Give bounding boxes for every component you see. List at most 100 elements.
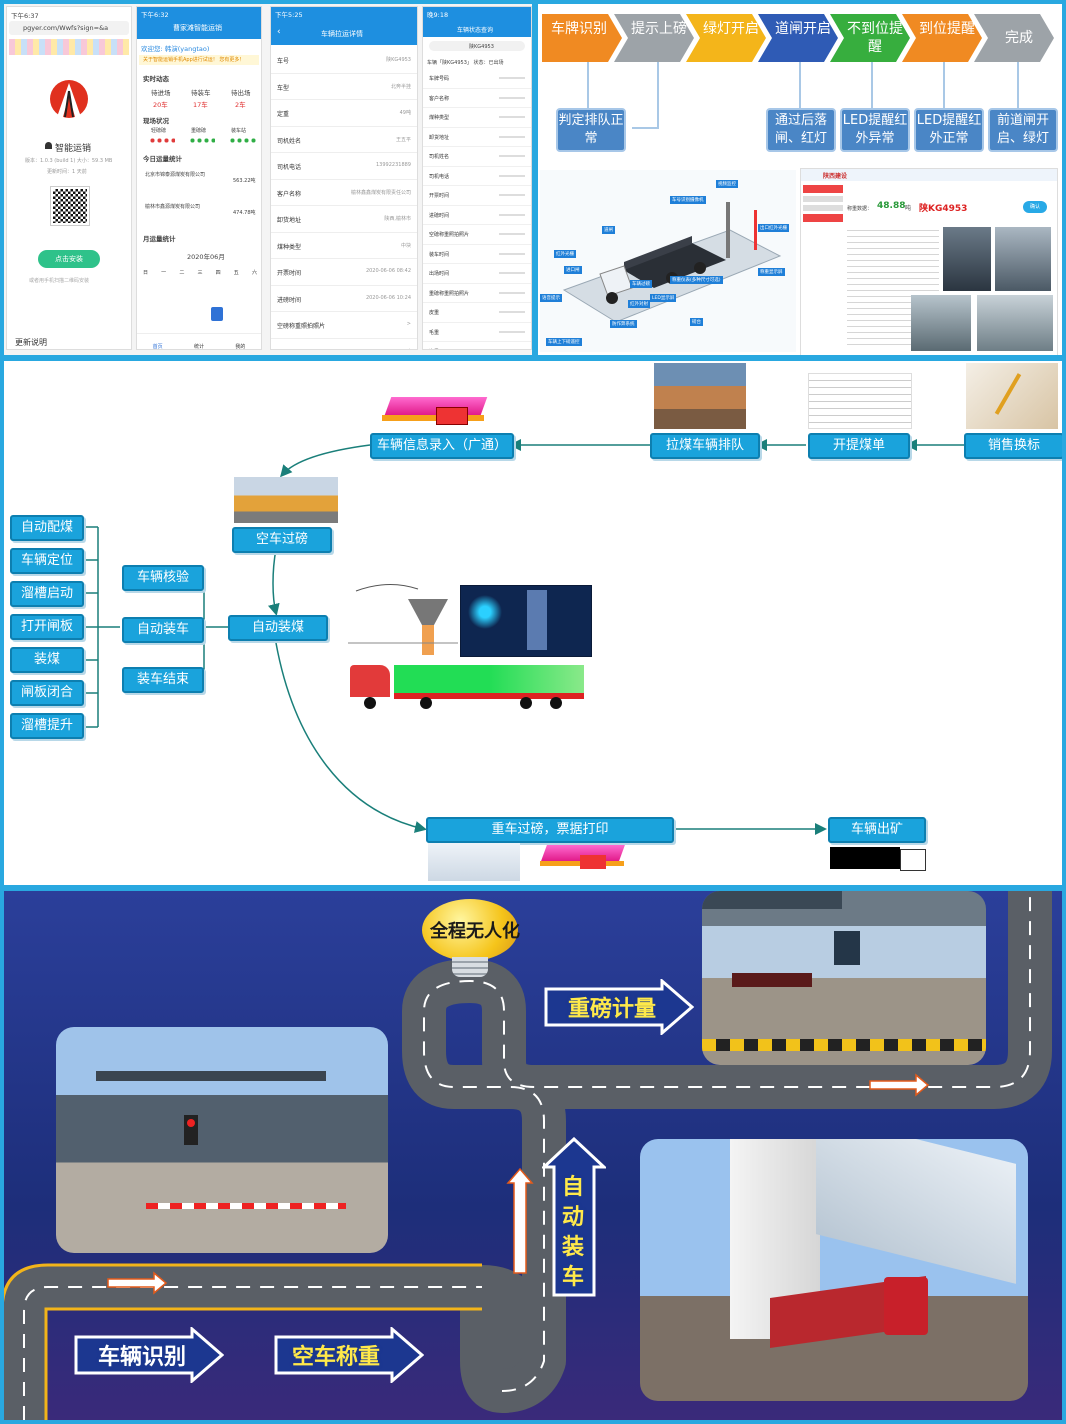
status-field-value bbox=[499, 252, 525, 255]
screen-header: 陕西建设 bbox=[823, 173, 848, 180]
detail-value: 陕KG4953 bbox=[386, 57, 411, 63]
company-value-2: 474.78吨 bbox=[233, 210, 256, 216]
scale-callout: 道闸 bbox=[602, 226, 615, 234]
sub-step-node: 自动配煤 bbox=[10, 515, 84, 541]
status-field-label: 出场时间 bbox=[429, 271, 450, 277]
node-heavy-weigh: 重车过磅，票据打印 bbox=[426, 817, 674, 843]
status-field-value bbox=[499, 194, 525, 196]
gate-station-photo bbox=[56, 1027, 388, 1253]
weekday: 五 bbox=[233, 270, 239, 276]
app-logo bbox=[50, 80, 88, 118]
node-entry: 车辆信息录入（广通） bbox=[370, 433, 514, 459]
tab-home[interactable]: 首页 bbox=[152, 344, 163, 350]
update-notes-link[interactable]: 更新说明 bbox=[15, 338, 47, 347]
detail-value: 陕西,榆林市 bbox=[384, 216, 411, 222]
url-bar[interactable]: pgyer.com/Wwfs?sign=&a bbox=[9, 21, 129, 35]
status-field-value bbox=[499, 77, 525, 79]
scale-callout: 称重仪表(多种尺寸可选) bbox=[670, 276, 723, 284]
control-monitor-screen bbox=[460, 585, 592, 657]
sub-box-led-abnormal: LED提醒红外异常 bbox=[840, 108, 910, 152]
scale-callout: 红外对射 bbox=[628, 300, 650, 308]
back-icon[interactable]: ‹ bbox=[277, 27, 281, 37]
process-mindmap-panel: 销售换标 开提煤单 拉煤车辆排队 车辆信息录入（广通） 空车过磅 自动装煤 车辆… bbox=[4, 361, 1062, 885]
scale-callout: 车辆过磅 bbox=[630, 280, 652, 288]
stat-value-1: 20车 bbox=[153, 101, 168, 109]
install-button[interactable]: 点击安装 bbox=[38, 250, 100, 268]
detail-value: 北奔半挂 bbox=[390, 83, 411, 90]
sub-box-led-normal: LED提醒红外正常 bbox=[914, 108, 984, 152]
status-field-label: 卸货地址 bbox=[429, 134, 450, 141]
welcome-text: 欢迎您: 韩演(yangtao) bbox=[141, 45, 210, 53]
scale-callout: 进口闸 bbox=[564, 266, 582, 274]
detail-value: 17.04 吨 bbox=[390, 348, 411, 350]
detail-value: 2020-06-06 08:42 bbox=[365, 268, 411, 274]
weight-value: 48.88 bbox=[877, 201, 906, 211]
status-field-value bbox=[499, 116, 525, 118]
road-path bbox=[4, 891, 1052, 1420]
stat-value-3: 2车 bbox=[235, 101, 246, 109]
status-row: 开票时间 bbox=[423, 186, 531, 206]
pixel-banner bbox=[9, 39, 129, 55]
detail-label: 司机电话 bbox=[277, 164, 302, 171]
notice-text: 关于智能运销手机App进行试运！ 您有更多！ bbox=[143, 57, 245, 63]
status-field-label: 客户名称 bbox=[429, 95, 450, 102]
calendar-today[interactable] bbox=[211, 307, 223, 321]
calendar-month[interactable]: 2020年06月 bbox=[187, 253, 225, 261]
status-dots-3 bbox=[229, 137, 257, 144]
weekday: 六 bbox=[251, 270, 257, 276]
detail-label: 司机姓名 bbox=[277, 137, 302, 145]
step-label: 不到位提醒 bbox=[847, 21, 903, 55]
detail-value: 榆林鑫鑫煤炭有限责任公司 bbox=[350, 189, 411, 196]
step-label: 到位提醒 bbox=[919, 21, 975, 37]
status-label-3: 装车站 bbox=[231, 128, 247, 134]
detail-title: 车辆拉运详情 bbox=[321, 30, 363, 38]
node-bill: 开提煤单 bbox=[808, 433, 910, 459]
status-field-label: 煤种类型 bbox=[429, 115, 450, 121]
status-field-label: 净重 bbox=[429, 348, 439, 349]
detail-value: 2020-06-06 10:24 bbox=[365, 294, 411, 301]
status-field-value bbox=[499, 96, 525, 99]
step-chevron: 到位提醒 bbox=[902, 14, 982, 62]
status-time: 晚9:18 bbox=[427, 11, 449, 19]
confirm-button[interactable]: 确认 bbox=[1023, 201, 1047, 213]
status-field-value bbox=[499, 155, 525, 157]
scale-callout: 视频监控 bbox=[716, 180, 738, 188]
phone-vehicle-status: 晚9:18 车辆状态查询 陕KG4953 车辆「陕KG4953」 状态：已出场 … bbox=[422, 6, 532, 350]
node-load-end: 装车结束 bbox=[122, 667, 204, 693]
arrow-label: 重磅计量 bbox=[568, 997, 657, 1022]
detail-label: 车型 bbox=[277, 84, 290, 92]
arrow-auto-loading: 自动装车 bbox=[542, 1137, 606, 1297]
tab-me[interactable]: 我的 bbox=[235, 344, 246, 350]
status-row: 车牌号码 bbox=[423, 69, 531, 89]
node-auto-car: 自动装车 bbox=[122, 617, 204, 643]
status-dots-1 bbox=[149, 137, 175, 144]
weighing-system-screen: 陕西建设 称重数据： 48.88 吨 陕KG4953 确认 bbox=[800, 168, 1058, 355]
status-field-value bbox=[499, 311, 525, 313]
chevron-shape bbox=[686, 14, 766, 62]
status-header: 晚9:18 车辆状态查询 bbox=[423, 7, 531, 37]
weekday: 二 bbox=[179, 270, 185, 276]
unmanned-badge: 全程无人化 bbox=[416, 899, 526, 981]
status-row: 装车时间 bbox=[423, 245, 531, 264]
stat-label-2: 待装车 bbox=[191, 89, 211, 97]
company-name-1: 北京市锦泰源煤炭有限公司 bbox=[145, 172, 206, 178]
sub-step-node: 打开闸板 bbox=[10, 614, 84, 640]
status-field-label: 装车时间 bbox=[429, 251, 450, 258]
status-field-label: 皮重 bbox=[429, 310, 440, 316]
detail-label: 煤种类型 bbox=[277, 243, 302, 251]
tab-stats[interactable]: 统计 bbox=[193, 344, 204, 350]
weekday: 日 bbox=[143, 270, 149, 276]
status-row: 净重 bbox=[423, 342, 531, 349]
notice-bar[interactable]: 关于智能运销手机App进行试运！ 您有更多！ bbox=[139, 55, 259, 65]
weekday: 一 bbox=[161, 270, 167, 276]
sub-box-queue: 判定排队正常 bbox=[556, 108, 626, 152]
arrow-label: 车辆识别 bbox=[98, 1345, 187, 1370]
status-row: 煤种类型 bbox=[423, 108, 531, 128]
camera-feed-3 bbox=[911, 295, 971, 351]
search-input[interactable]: 陕KG4953 bbox=[429, 41, 525, 51]
loading-tower-photo bbox=[640, 1139, 1028, 1401]
node-queue: 拉煤车辆排队 bbox=[650, 433, 760, 459]
status-line: 车辆「陕KG4953」 状态：已出场 bbox=[427, 60, 504, 66]
status-field-label: 开票时间 bbox=[429, 193, 450, 199]
